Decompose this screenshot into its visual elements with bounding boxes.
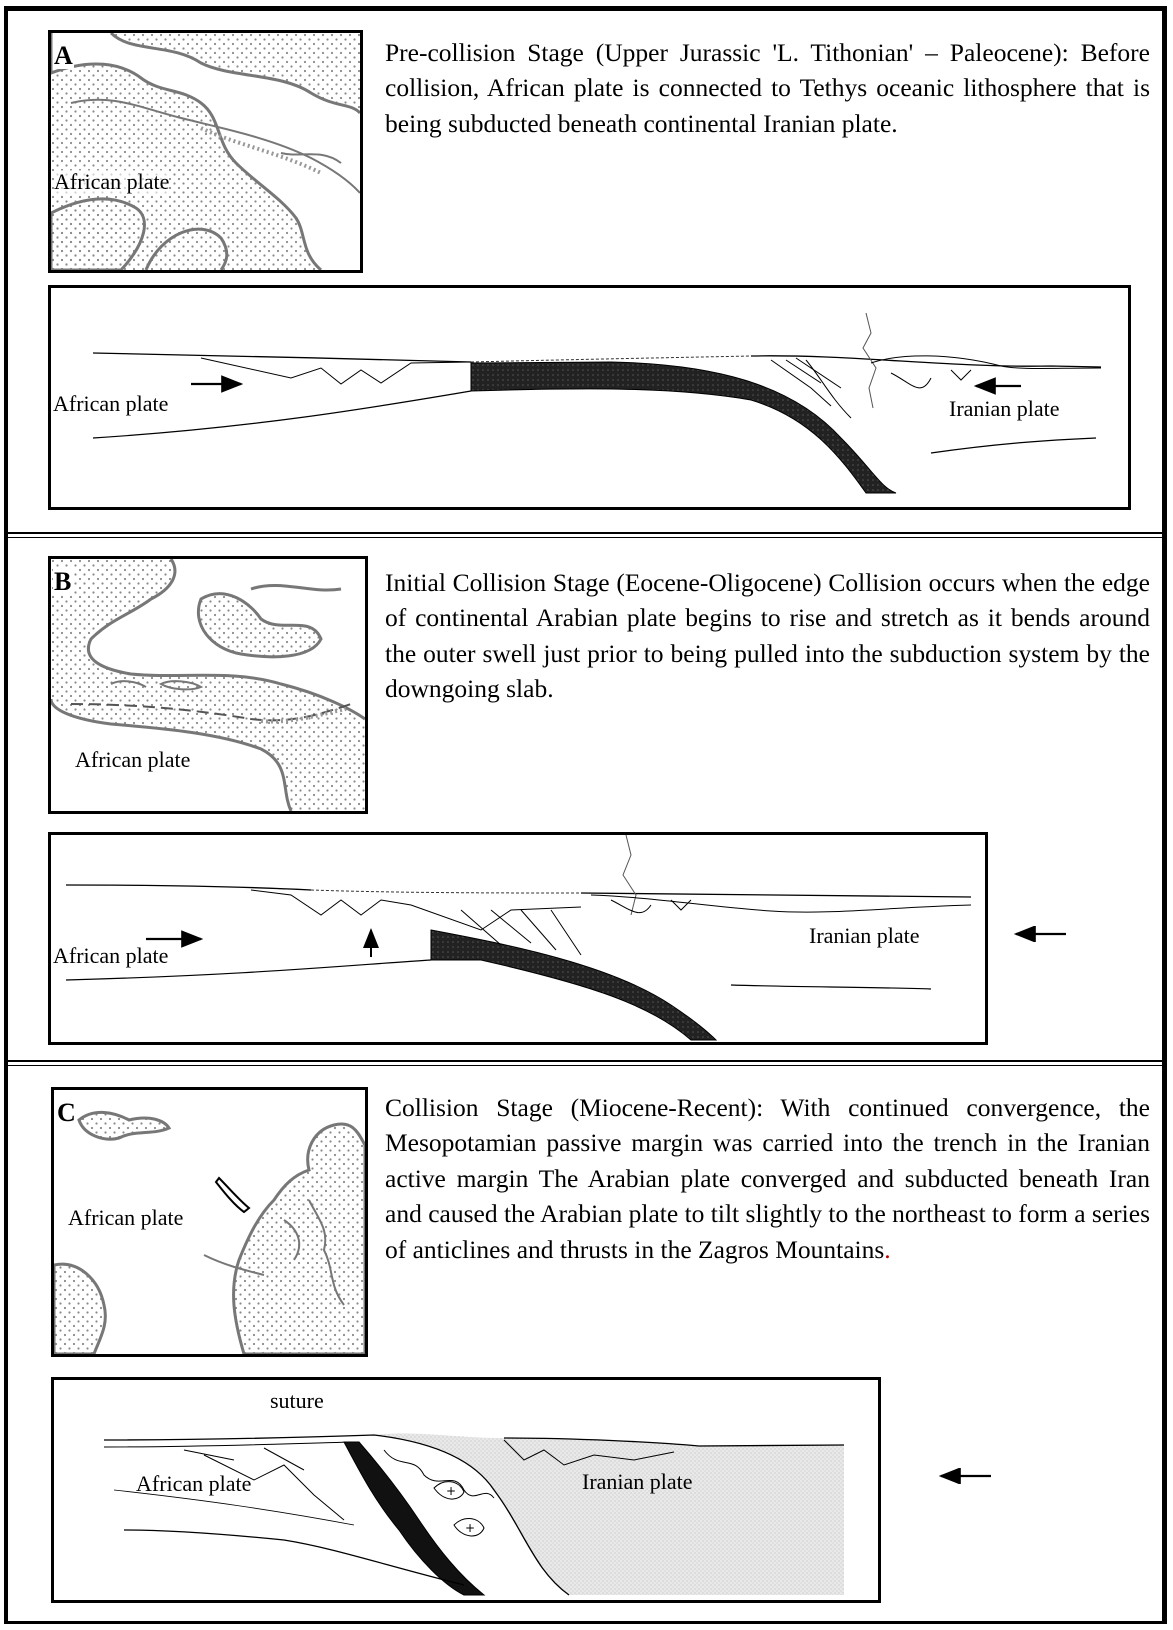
convergence-arrow: [1010, 926, 1070, 942]
section-label-african-plate: African plate: [53, 944, 168, 968]
panel-letter: B: [53, 569, 72, 595]
map-label-african-plate: African plate: [75, 748, 190, 772]
svg-text:+: +: [465, 1521, 475, 1535]
panel-divider: [8, 1060, 1167, 1062]
paleogeographic-map-a: A African plate: [48, 30, 363, 273]
cross-section-b: African plate Iranian plate: [48, 832, 988, 1045]
panel-divider: [8, 1065, 1167, 1066]
cross-section-a: African plate Iranian plate: [48, 285, 1131, 510]
panel-letter: C: [56, 1100, 77, 1126]
panel-letter: A: [53, 43, 74, 69]
panel-divider: [8, 532, 1167, 534]
panel-divider: [8, 537, 1167, 538]
description-period: .: [884, 1235, 890, 1264]
paleogeographic-map-b: B African plate: [48, 556, 368, 814]
stage-description: Initial Collision Stage (Eocene-Oligocen…: [385, 565, 1150, 707]
section-label-african-plate: African plate: [53, 392, 168, 416]
stage-description: Collision Stage (Miocene-Recent): With c…: [385, 1090, 1150, 1267]
map-label-african-plate: African plate: [54, 170, 169, 194]
cross-section-c: + + African plate Iranian plate suture: [51, 1377, 881, 1603]
svg-text:+: +: [446, 1484, 456, 1498]
section-label-iranian-plate: Iranian plate: [809, 924, 920, 948]
paleogeographic-map-c: C African plate: [51, 1087, 368, 1357]
section-label-iranian-plate: Iranian plate: [949, 397, 1060, 421]
section-label-iranian-plate: Iranian plate: [582, 1470, 693, 1494]
section-label-african-plate: African plate: [136, 1472, 251, 1496]
stage-description-text: Collision Stage (Miocene-Recent): With c…: [385, 1093, 1150, 1264]
stage-description: Pre-collision Stage (Upper Jurassic 'L. …: [385, 35, 1150, 141]
map-label-african-plate: African plate: [68, 1206, 183, 1230]
suture-label: suture: [270, 1389, 324, 1413]
convergence-arrow: [935, 1468, 995, 1484]
